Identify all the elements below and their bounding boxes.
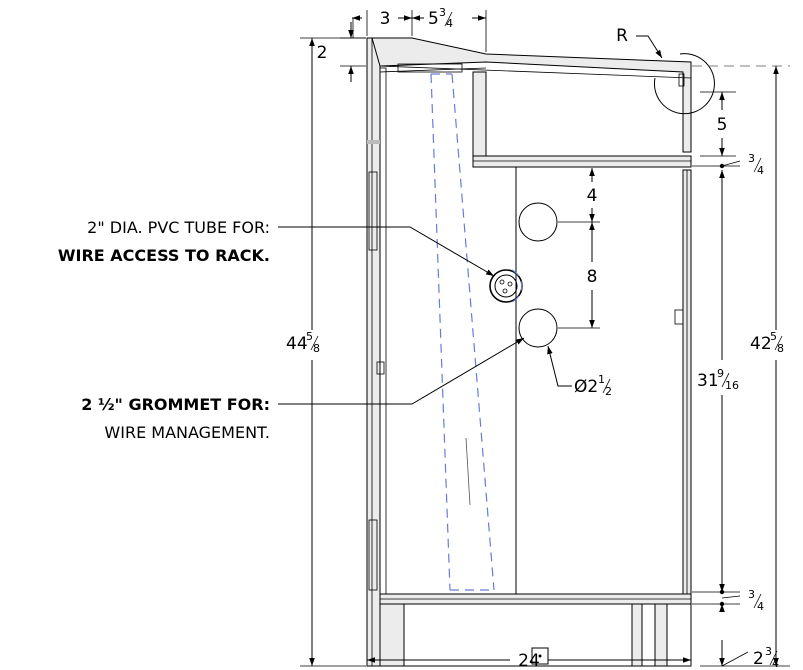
hinge-right bbox=[674, 309, 684, 325]
radius-detail-marker bbox=[678, 73, 685, 87]
grommet-callout-line1: 2 ½" GROMMET FOR: bbox=[81, 395, 270, 414]
dim-overall-height-whole: 44 bbox=[286, 334, 308, 354]
dim-grommet-dia-den: 2 bbox=[605, 385, 612, 398]
inner-left-panel bbox=[379, 67, 387, 597]
dim-right-height-den: 8 bbox=[777, 342, 784, 355]
base-outlet bbox=[531, 647, 549, 665]
top-inner-edge bbox=[379, 67, 487, 73]
dim-shelf-u-den: 4 bbox=[757, 164, 764, 177]
dim-top-width-whole: 5 bbox=[428, 9, 439, 29]
dim-overall-width: 24 bbox=[518, 651, 540, 670]
dim-top-width-den: 4 bbox=[446, 17, 453, 30]
dimension-lines bbox=[300, 10, 790, 667]
rack-dashed-right bbox=[451, 73, 495, 591]
base-foot-right bbox=[654, 603, 668, 667]
dim-grommet-spacing: 8 bbox=[587, 267, 598, 287]
base-foot-mid bbox=[631, 603, 643, 667]
dim-shelf-l-bar bbox=[753, 593, 762, 609]
dim-right-height: 42 5 8 bbox=[750, 330, 784, 355]
dim-shelf-l-num: 3 bbox=[748, 588, 755, 601]
dim-overall-height-num: 5 bbox=[306, 330, 313, 343]
dim-grommet-dia-bar bbox=[602, 378, 611, 394]
dim-shelf-u-num: 3 bbox=[748, 152, 755, 165]
pvc-tube bbox=[489, 269, 523, 303]
grommet-callout-line2: WIRE MANAGEMENT. bbox=[104, 423, 270, 442]
dim-shelf-l-dot-top bbox=[719, 589, 725, 595]
hidden-rack bbox=[430, 73, 495, 591]
dim-grommet-dia-whole: Ø2 bbox=[574, 377, 598, 397]
dim-shelf-u-leader bbox=[721, 160, 741, 167]
pvc-tube-wire-3 bbox=[502, 288, 508, 294]
dim-overall-height: 44 5 8 bbox=[286, 330, 320, 355]
dim-cabinet-height-bar bbox=[721, 372, 730, 388]
dim-base-height: 2 3 4 bbox=[753, 645, 779, 670]
grommet-lower bbox=[518, 308, 558, 348]
pvc-tube-hidden-arc bbox=[511, 269, 523, 303]
dim-shelf-upper: 3 4 bbox=[748, 152, 764, 177]
dim-base-height-bar bbox=[769, 650, 778, 666]
dim-radius-leader bbox=[636, 35, 663, 59]
dim-grommet-dia-leader bbox=[547, 345, 572, 387]
callout-text: 2" DIA. PVC TUBE FOR: WIRE ACCESS TO RAC… bbox=[58, 218, 270, 442]
post-detail-2 bbox=[368, 171, 378, 251]
radius-detail-circle bbox=[653, 53, 715, 115]
dim-cabinet-height: 31 9 16 bbox=[697, 367, 739, 392]
dim-shelf-l-den: 4 bbox=[757, 600, 764, 613]
rack-handle bbox=[465, 437, 471, 506]
sloped-top bbox=[371, 37, 692, 153]
dim-right-height-bar bbox=[774, 335, 783, 351]
dim-shelf-lower: 3 4 bbox=[748, 588, 764, 613]
dim-cabinet-height-num: 9 bbox=[717, 367, 724, 380]
pvc-callout-leader bbox=[278, 226, 495, 277]
base-foot-left bbox=[379, 603, 405, 667]
dim-slope-drop: 5 bbox=[717, 115, 728, 135]
dim-top-width-num: 3 bbox=[439, 6, 446, 19]
dim-top-width: 5 3 4 bbox=[428, 6, 453, 30]
dim-radius: R bbox=[616, 26, 628, 46]
rack-dashed-left bbox=[430, 73, 451, 591]
pvc-callout-line2: WIRE ACCESS TO RACK. bbox=[58, 246, 270, 265]
dim-base-height-num: 3 bbox=[765, 645, 772, 658]
post-detail-1 bbox=[367, 140, 380, 144]
grommet-upper bbox=[518, 202, 558, 242]
dim-overall-height-bar bbox=[310, 335, 319, 351]
dim-top-width-bar bbox=[444, 11, 453, 27]
dim-grommet-dia: Ø2 1 2 bbox=[574, 373, 612, 398]
pvc-tube-inner bbox=[494, 274, 518, 298]
dim-cabinet-height-whole: 31 bbox=[697, 371, 719, 391]
dim-lip-height: 2 bbox=[317, 43, 328, 63]
upper-divider bbox=[472, 71, 487, 161]
hinge-left bbox=[376, 361, 385, 375]
dim-right-height-whole: 42 bbox=[750, 334, 772, 354]
dim-right-height-num: 5 bbox=[770, 330, 777, 343]
pvc-tube-wire-2 bbox=[507, 281, 513, 287]
cabinet-body bbox=[366, 37, 692, 667]
dim-shelf-u-bar bbox=[753, 157, 762, 173]
dim-shelf-l-leader bbox=[721, 595, 741, 599]
dim-base-height-den: 4 bbox=[772, 657, 779, 670]
top-lower-edge bbox=[379, 65, 692, 79]
dim-overall-height-den: 8 bbox=[313, 342, 320, 355]
dim-grommet-top-offset: 4 bbox=[587, 186, 598, 206]
dim-base-leader bbox=[721, 651, 749, 667]
base-outlet-dot bbox=[538, 654, 542, 658]
post-detail-3 bbox=[368, 519, 378, 591]
dim-base-height-whole: 2 bbox=[753, 649, 764, 669]
grommet-callout-leader bbox=[278, 337, 525, 405]
pvc-tube-wire-1 bbox=[499, 279, 505, 285]
dim-grommet-dia-num: 1 bbox=[598, 373, 605, 386]
pvc-callout-line1: 2" DIA. PVC TUBE FOR: bbox=[87, 218, 270, 237]
dimension-text: 3 5 3 4 2 R 5 3 4 4 8 Ø2 1 2 44 5 8 bbox=[286, 6, 784, 670]
upper-shelf bbox=[472, 155, 692, 168]
dim-top-offset: 3 bbox=[380, 9, 391, 29]
dim-cabinet-height-den: 16 bbox=[725, 379, 739, 392]
top-pocket bbox=[397, 63, 463, 73]
